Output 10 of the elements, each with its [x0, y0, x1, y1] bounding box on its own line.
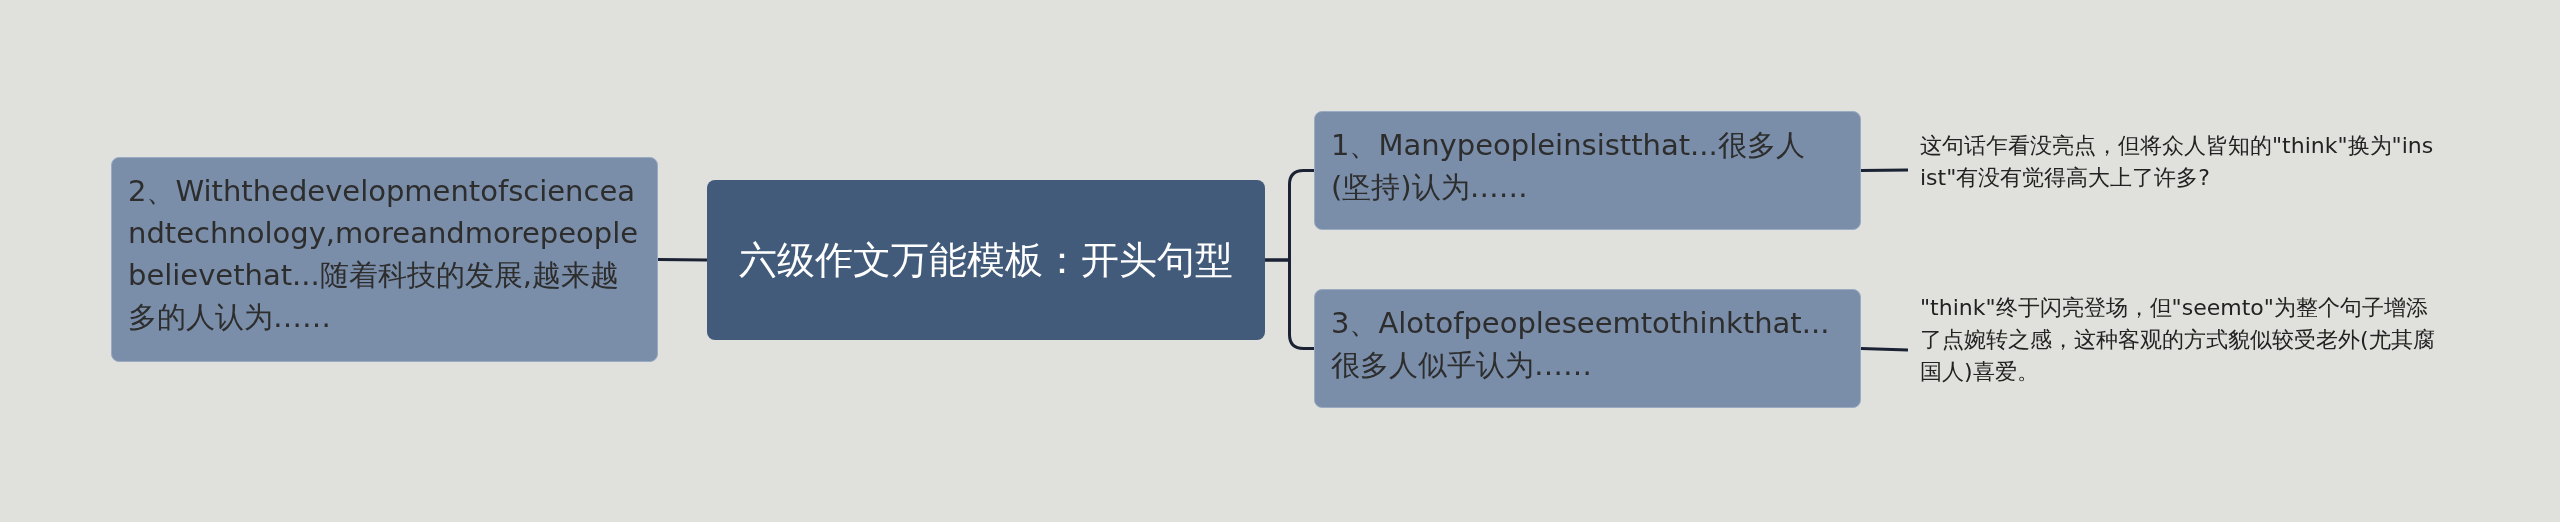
topic-box: 1、Manypeopleinsistthat...很多人(坚持)认为……	[1314, 111, 1861, 230]
connector-line	[658, 258, 707, 262]
connector-line	[1265, 258, 1314, 350]
note-text: "think"终于闪亮登场，但"seemto"为整个句子增添了点婉转之感，这种客观的方式貌似较受老外(尤其腐国人)喜爱。	[1908, 292, 2453, 408]
topic-box: 3、Alotofpeopleseemtothinkthat...很多人似乎认为……	[1314, 289, 1861, 408]
connector-line	[1861, 168, 1908, 172]
connector-line	[1860, 347, 1909, 352]
root-topic-box: 六级作文万能模板：开头句型	[707, 180, 1265, 340]
note-text: 这句话乍看没亮点，但将众人皆知的"think"换为"insist"有没有觉得高大上了许多?	[1908, 130, 2448, 210]
topic-box: 2、Withthedevelopmentofscienceandtechnology,moreandmorepeoplebelievethat...随着科技的发展,越来越多的人认为……	[111, 157, 658, 362]
